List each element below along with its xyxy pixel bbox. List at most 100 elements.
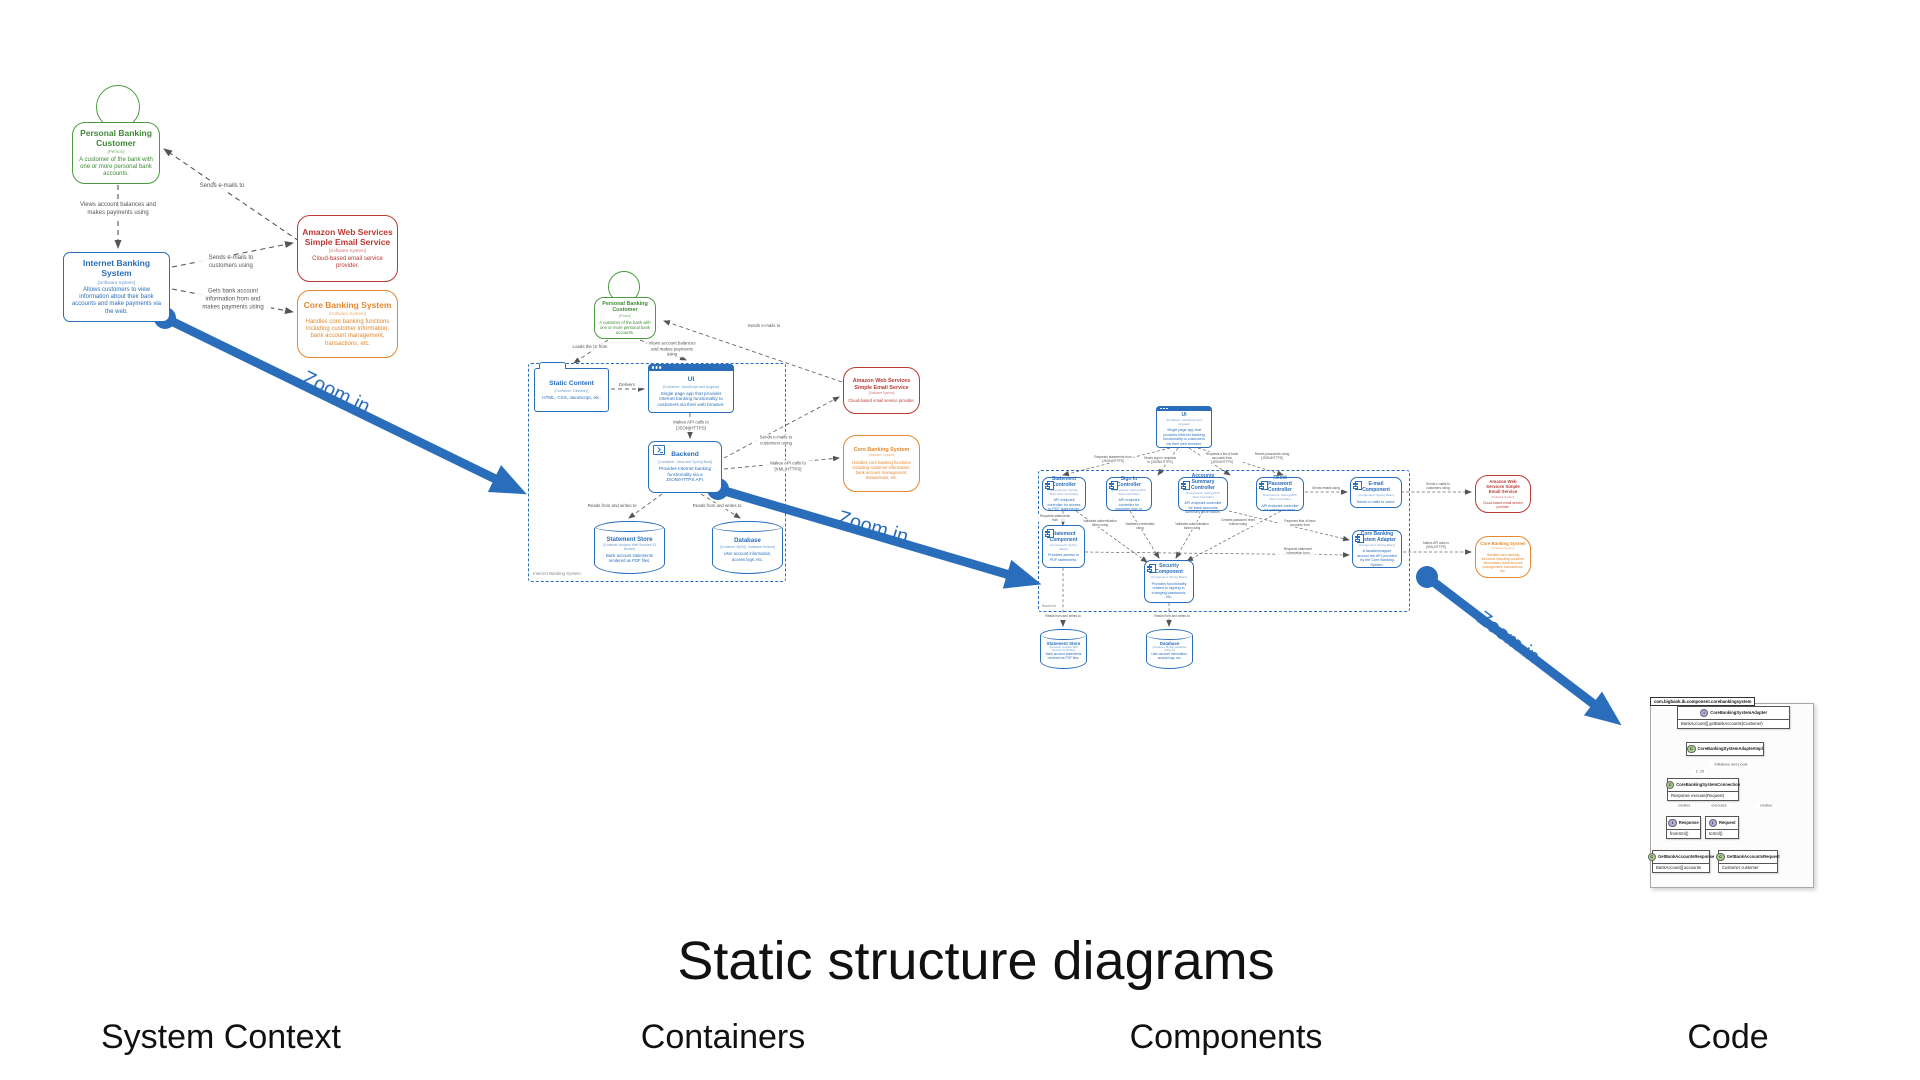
rel-label: Sends e-mails to customers using bbox=[198, 255, 264, 271]
rel-label: Creates password reset tokens using bbox=[1219, 517, 1257, 527]
class-icon: C bbox=[1647, 852, 1657, 861]
box-desc: Single page app that provides Internet b… bbox=[1163, 428, 1205, 446]
rel-label: Makes API calls to [XML/HTTPS] bbox=[765, 460, 811, 472]
component-accounts-summary-controller: Accounts Summary Controller [Component: … bbox=[1178, 473, 1228, 515]
box-meta: [Component: Spring Bean] bbox=[1050, 542, 1077, 551]
uml-header: I CoreBankingSystemAdapter bbox=[1678, 707, 1789, 719]
box-title: Core Banking System bbox=[303, 300, 392, 311]
rel-label: Validates authentication token using bbox=[1174, 521, 1210, 531]
rel-label: Requests statements from [JSON/HTTPS] bbox=[1093, 454, 1133, 464]
box-title: Core Banking System bbox=[853, 446, 910, 453]
rel-label: creates bbox=[1755, 803, 1777, 809]
uml-package-label: com.bigbank.ib.component.corebankingsyst… bbox=[1650, 697, 1756, 707]
box-title: Internet Banking System bbox=[82, 258, 151, 279]
container-backend: Backend [Container: Java and Spring Boot… bbox=[648, 441, 722, 493]
box-title: Reset Password Controller bbox=[1268, 475, 1292, 494]
component-email: E-mail Component [Component: Spring Bean… bbox=[1350, 477, 1402, 508]
uml-member: fromXml() bbox=[1667, 828, 1700, 838]
box-title: Amazon Web Services Simple Email Service bbox=[852, 378, 911, 391]
rel-label: Reads from and writes to bbox=[1153, 613, 1191, 619]
context-core-banking-system: Core Banking System [Software System] Ha… bbox=[297, 290, 398, 358]
box-title: UI bbox=[1181, 412, 1187, 419]
box-meta: [Software System] bbox=[97, 279, 136, 285]
components-statement-store: Statement Store [Container: Amazon Web S… bbox=[1040, 629, 1087, 669]
box-desc: Bank account statements rendered as PDF … bbox=[1045, 652, 1082, 661]
rel-label: Sends sign in requests to [JSON/HTTPS] bbox=[1142, 455, 1178, 465]
component-statement-controller: Statement Controller [Component: Spring … bbox=[1042, 476, 1086, 511]
box-desc: API endpoint controller for bank account… bbox=[1184, 501, 1222, 515]
containers-core-banking-system: Core Banking System [Software System] Ha… bbox=[843, 435, 920, 492]
containers-boundary bbox=[528, 363, 786, 582]
box-meta: [Container: Directory] bbox=[554, 388, 589, 393]
component-icon bbox=[1045, 480, 1054, 490]
box-meta: [Component: Spring MVC Rest Controller] bbox=[1049, 488, 1079, 496]
box-desc: A facade/wrapper around the API provided… bbox=[1357, 549, 1397, 567]
person-head-icon bbox=[96, 85, 140, 129]
box-meta: [Container: MySQL Database Schema] bbox=[1152, 646, 1187, 653]
class-icon: C bbox=[1665, 780, 1675, 789]
rel-label: Sends e-mails to customers using bbox=[752, 434, 800, 446]
rel-label: 1..25 bbox=[1691, 769, 1709, 775]
box-meta: [Software System] bbox=[328, 248, 367, 254]
context-aws-ses: Amazon Web Services Simple Email Service… bbox=[297, 215, 398, 282]
box-desc: API endpoint controller for password res… bbox=[1261, 503, 1299, 513]
interface-icon: I bbox=[1708, 818, 1717, 827]
uml-interface-response: I Response fromXml() bbox=[1666, 816, 1701, 839]
rel-label: Sends e-mails to bbox=[186, 183, 258, 191]
box-desc: Handles core banking functions including… bbox=[852, 460, 911, 481]
box-title: Database bbox=[1159, 640, 1180, 646]
box-desc: Handles core banking functions including… bbox=[1481, 552, 1525, 573]
uml-name: CoreBankingSystemConnection bbox=[1676, 782, 1741, 788]
box-meta: [Container: Java and Spring Boot] bbox=[658, 460, 712, 465]
components-aws-ses: Amazon Web Services Simple Email Service… bbox=[1475, 475, 1531, 513]
box-meta: [Person] bbox=[107, 149, 125, 155]
box-meta: [Person] bbox=[619, 313, 631, 318]
box-desc: API endpoint controller for customer sig… bbox=[1115, 498, 1143, 512]
box-desc: Provides functionality related to signin… bbox=[1151, 581, 1187, 600]
zoom-in-label-3: Zoom in bbox=[1472, 607, 1544, 669]
box-meta: [Container: JavaScript and Angular] bbox=[1166, 418, 1202, 426]
terminal-icon bbox=[653, 445, 665, 455]
rel-label: Requests a list of bank accounts from [J… bbox=[1201, 451, 1243, 465]
uml-interface-core-banking-system-adapter: I CoreBankingSystemAdapter BankAccount[]… bbox=[1677, 706, 1790, 729]
rel-label: Sends e-mails to customers using bbox=[1419, 481, 1457, 491]
box-title: Backend bbox=[671, 451, 699, 459]
box-desc: Cloud-based email service provider. bbox=[848, 397, 915, 403]
class-icon: C bbox=[1687, 744, 1696, 753]
rel-label: Requests statement information from bbox=[1277, 546, 1319, 556]
uml-header: C CoreBankingSystemConnection bbox=[1665, 779, 1741, 791]
rel-label: Sends e-mails to bbox=[742, 323, 786, 329]
uml-interface-request: I Request toXml() bbox=[1705, 816, 1739, 839]
box-meta: [Component: Spring MVC Rest Controller] bbox=[1185, 491, 1221, 499]
box-meta: [Component: Spring Bean] bbox=[1359, 542, 1395, 547]
containers-aws-ses: Amazon Web Services Simple Email Service… bbox=[843, 367, 920, 414]
rel-label: Resets passwords using [JSON/HTTPS] bbox=[1253, 451, 1291, 461]
box-title: Personal Banking Customer bbox=[602, 300, 648, 314]
box-desc: A customer of the bank with one or more … bbox=[599, 320, 651, 336]
box-title: Core Banking System bbox=[1480, 540, 1526, 546]
box-meta: [Software System] bbox=[868, 391, 895, 396]
zoom-in-label-1: Zoom in bbox=[298, 366, 374, 419]
rel-label: Views account balances and makes payment… bbox=[647, 340, 697, 358]
uml-member: Customer customer bbox=[1719, 862, 1777, 872]
box-title: Amazon Web Services Simple Email Service bbox=[302, 226, 393, 248]
rel-label: Gets bank account information from and m… bbox=[195, 288, 271, 312]
box-title: Personal Banking Customer bbox=[80, 127, 152, 148]
caption-components: Components bbox=[1129, 1018, 1323, 1056]
component-icon bbox=[1147, 563, 1156, 573]
uml-class-get-bank-accounts-request: C GetBankAccountsRequest Customer custom… bbox=[1716, 850, 1780, 873]
box-title: Database bbox=[734, 538, 761, 545]
box-desc: User account information, access logs, e… bbox=[1151, 652, 1188, 661]
box-title: E-mail Component bbox=[1362, 480, 1390, 493]
box-meta: [Component: Spring MVC Rest Controller] bbox=[1262, 493, 1298, 502]
rel-label: Requests lists of bank accounts from bbox=[1279, 518, 1321, 528]
interface-icon: I bbox=[1668, 818, 1677, 827]
box-meta: [Software System] bbox=[328, 311, 367, 317]
box-desc: Provides Internet banking functionality … bbox=[658, 466, 712, 483]
container-database: Database [Container: MySQL Database Sche… bbox=[712, 521, 783, 574]
uml-name: GetBankAccountsRequest bbox=[1726, 854, 1780, 860]
components-database: Database [Container: MySQL Database Sche… bbox=[1146, 629, 1193, 669]
caption-containers: Containers bbox=[640, 1018, 806, 1056]
rel-label: Reads from and writes to bbox=[586, 503, 638, 509]
